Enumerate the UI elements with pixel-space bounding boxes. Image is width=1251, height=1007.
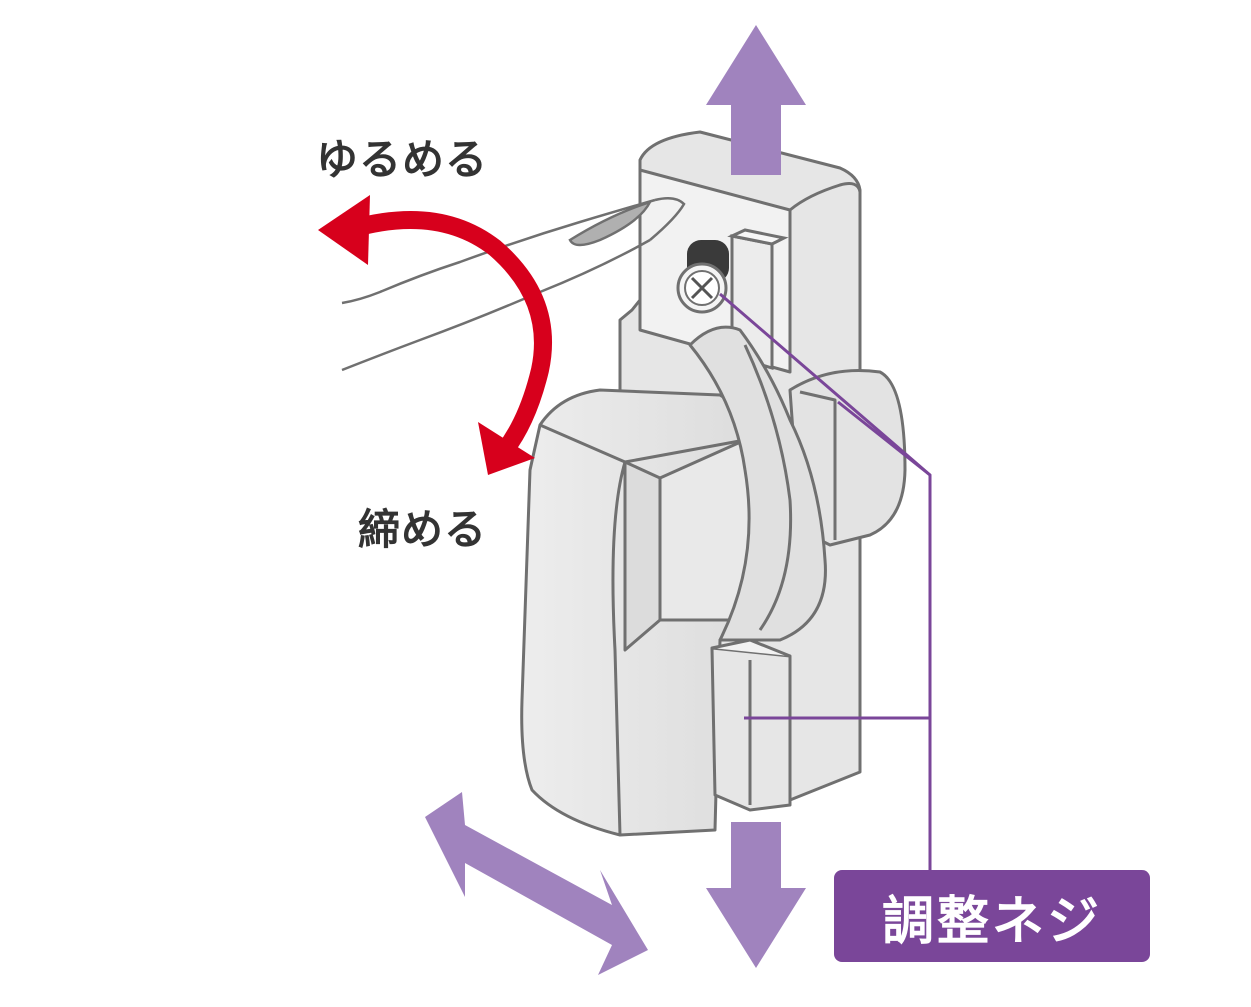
down-arrow-icon [706, 822, 806, 968]
screwdriver-icon [341, 196, 686, 372]
rotation-arrow-icon [318, 195, 552, 475]
adjust-screw [676, 240, 729, 314]
lower-slide-plate [710, 638, 792, 812]
up-arrow-icon [706, 25, 806, 175]
tighten-label: 締める [358, 505, 488, 554]
loosen-label: ゆるめる [316, 135, 489, 184]
adjust-screw-callout: 調整ネジ [834, 870, 1150, 962]
adjust-screw-label: 調整ネジ [881, 891, 1102, 952]
callout-leader [719, 292, 932, 875]
lock-lever [688, 325, 827, 642]
lock-handle-body [520, 388, 762, 837]
diagonal-double-arrow-icon [425, 792, 648, 975]
